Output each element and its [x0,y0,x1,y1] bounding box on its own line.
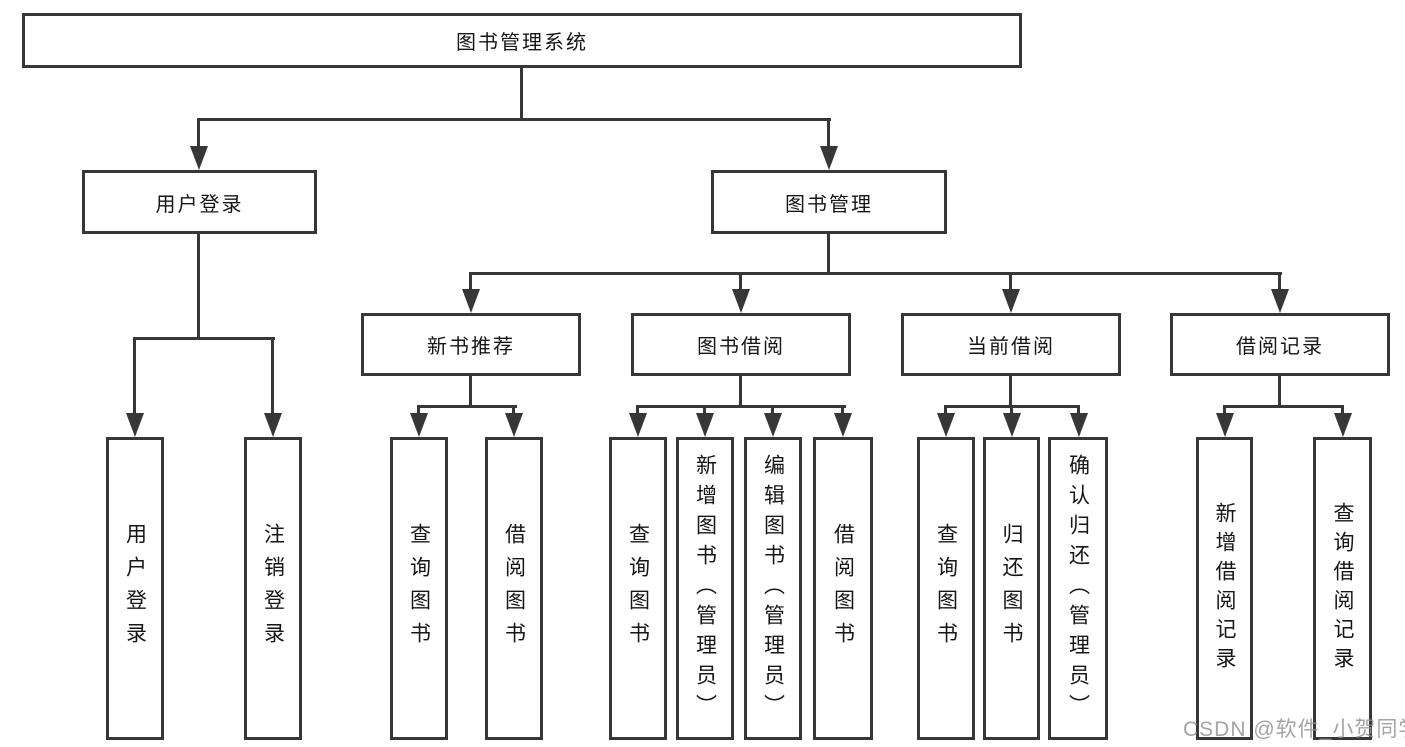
connector-arrow-down-icon [834,413,852,437]
leaf-query-books-3: 查询图书 [917,437,975,740]
node-new-book-recommend: 新书推荐 [361,313,581,376]
node-root: 图书管理系统 [22,13,1022,68]
connector-line [469,376,472,408]
connector-arrow-down-icon [1216,413,1234,437]
leaf-edit-book-admin: 编辑图书（管理员） [744,437,802,740]
connector-line [520,68,523,121]
connector-arrow-down-icon [1070,413,1088,437]
connector-line [1009,376,1012,408]
connector-line [1278,376,1281,408]
connector-line [827,234,830,275]
connector-arrow-down-icon [126,413,144,437]
connector-line [771,405,774,416]
connector-line [417,405,517,408]
connector-line [197,234,200,340]
connector-line [827,118,830,150]
connector-arrow-down-icon [264,413,282,437]
connector-arrow-down-icon [505,413,523,437]
connector-arrow-down-icon [764,413,782,437]
connector-line [1009,272,1012,293]
connector-line [739,376,742,408]
connector-arrow-down-icon [629,413,647,437]
connector-line [1223,405,1226,416]
connector-line [944,405,947,416]
leaf-borrow-books-2: 借阅图书 [813,437,873,740]
node-book-borrow: 图书借阅 [631,313,851,376]
connector-arrow-down-icon [190,146,208,170]
leaf-query-borrow-record: 查询借阅记录 [1313,437,1372,740]
connector-arrow-down-icon [410,413,428,437]
connector-line [1278,272,1281,293]
connector-line [1077,405,1080,416]
node-borrow-records: 借阅记录 [1170,313,1390,376]
leaf-add-borrow-record: 新增借阅记录 [1196,437,1253,740]
connector-line [703,405,706,416]
leaf-query-books-2: 查询图书 [609,437,667,740]
leaf-return-book: 归还图书 [983,437,1040,740]
leaf-user-login: 用户登录 [106,437,164,740]
leaf-borrow-books-1: 借阅图书 [485,437,543,740]
watermark: CSDN @软件_小贺同学 [1183,718,1405,741]
connector-line [417,405,420,416]
connector-arrow-down-icon [732,289,750,313]
connector-line [739,272,742,293]
connector-line [133,337,275,340]
connector-arrow-down-icon [1003,413,1021,437]
connector-arrow-down-icon [1334,413,1352,437]
connector-line [271,337,274,416]
connector-line [636,405,639,416]
connector-line [469,272,1282,275]
connector-line [841,405,844,416]
connector-arrow-down-icon [1271,289,1289,313]
connector-line [469,272,472,293]
connector-line [1341,405,1344,416]
node-user-login: 用户登录 [82,170,317,234]
connector-arrow-down-icon [696,413,714,437]
connector-line [197,118,200,150]
node-current-borrow: 当前借阅 [901,313,1121,376]
connector-arrow-down-icon [1002,289,1020,313]
connector-line [512,405,515,416]
leaf-confirm-return-admin: 确认归还（管理员） [1048,437,1108,740]
connector-arrow-down-icon [462,289,480,313]
connector-line [197,118,831,121]
leaf-query-books-1: 查询图书 [390,437,448,740]
connector-line [636,405,846,408]
leaf-logout: 注销登录 [244,437,302,740]
connector-line [133,337,136,416]
node-book-management: 图书管理 [711,170,947,234]
connector-line [1010,405,1013,416]
leaf-add-book-admin: 新增图书（管理员） [676,437,734,740]
connector-line [1223,405,1344,408]
connector-arrow-down-icon [937,413,955,437]
connector-arrow-down-icon [820,146,838,170]
